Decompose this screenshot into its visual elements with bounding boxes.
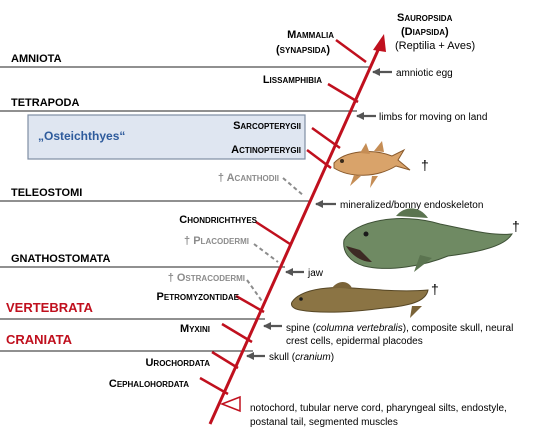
clade-petromyzontidae: Petromyzontidae: [157, 291, 240, 303]
group-vertebrata: VERTEBRATA: [6, 300, 94, 315]
clade-mammalia: Mammalia: [287, 29, 334, 41]
clade-acanthodii: † Acanthodii: [218, 172, 279, 184]
clade-cephalohordata: Cephalohordata: [109, 378, 189, 390]
group-amniota: AMNIOTA: [11, 53, 62, 65]
apex-note: (Reptilia + Aves): [395, 40, 475, 52]
char-limbs: limbs for moving on land: [379, 112, 487, 123]
char-spine-line2: crest cells, epidermal placodes: [286, 336, 423, 347]
group-tetrapoda: TETRAPODA: [11, 97, 80, 109]
placoderm-fish-illustration: †: [344, 208, 520, 272]
acanthodian-fish-illustration: †: [334, 141, 429, 188]
ostracodermi-connector: [247, 280, 264, 304]
clade-chondrichthyes: Chondrichthyes: [179, 214, 257, 226]
clade-urochordata: Urochordata: [145, 357, 210, 369]
group-gnathostomata: GNATHOSTOMATA: [11, 253, 110, 265]
char-jaw: jaw: [307, 268, 324, 279]
clade-actinopterygii: Actinopterygii: [231, 144, 301, 156]
char-chordate-line1: notochord, tubular nerve cord, pharyngea…: [250, 403, 507, 414]
axis-arrowhead: [373, 34, 386, 52]
char-skull: skull (cranium): [269, 352, 334, 363]
clade-sarcopterygii: Sarcopterygii: [233, 120, 301, 132]
ostracoderm-fish-illustration: †: [291, 281, 438, 318]
apex-title: Sauropsida: [397, 12, 453, 24]
ostracoderm-dagger: †: [431, 281, 439, 297]
group-teleostomi: TELEOSTOMI: [11, 187, 82, 199]
acanthodii-connector: [283, 178, 304, 196]
clade-myxini: Myxini: [180, 323, 210, 335]
osteichthyes-label: „Osteichthyes“: [38, 129, 125, 143]
apex-subtitle: (Diapsida): [401, 26, 449, 38]
char-chordate-line2: postanal tail, segmented muscles: [250, 417, 398, 428]
acanthodian-dagger: †: [421, 157, 429, 173]
placodermi-connector: [254, 244, 278, 262]
char-spine: spine (columna vertebralis), composite s…: [286, 323, 513, 334]
clade-ostracodermi: † Ostracodermi: [168, 272, 245, 284]
placoderm-dagger: †: [512, 218, 520, 234]
branch-urochordata: [212, 352, 238, 368]
chordate-marker: [222, 397, 240, 411]
group-craniata: CRANIATA: [6, 332, 73, 347]
clade-placodermi: † Placodermi: [184, 235, 249, 247]
char-amniotic-egg: amniotic egg: [396, 68, 453, 79]
branch-lissamphibia: [328, 84, 358, 102]
branch-mammalia: [336, 40, 366, 62]
clade-mammalia-sub: (synapsida): [276, 44, 330, 56]
clade-lissamphibia: Lissamphibia: [263, 74, 322, 86]
branch-chondrichthyes: [256, 222, 290, 244]
